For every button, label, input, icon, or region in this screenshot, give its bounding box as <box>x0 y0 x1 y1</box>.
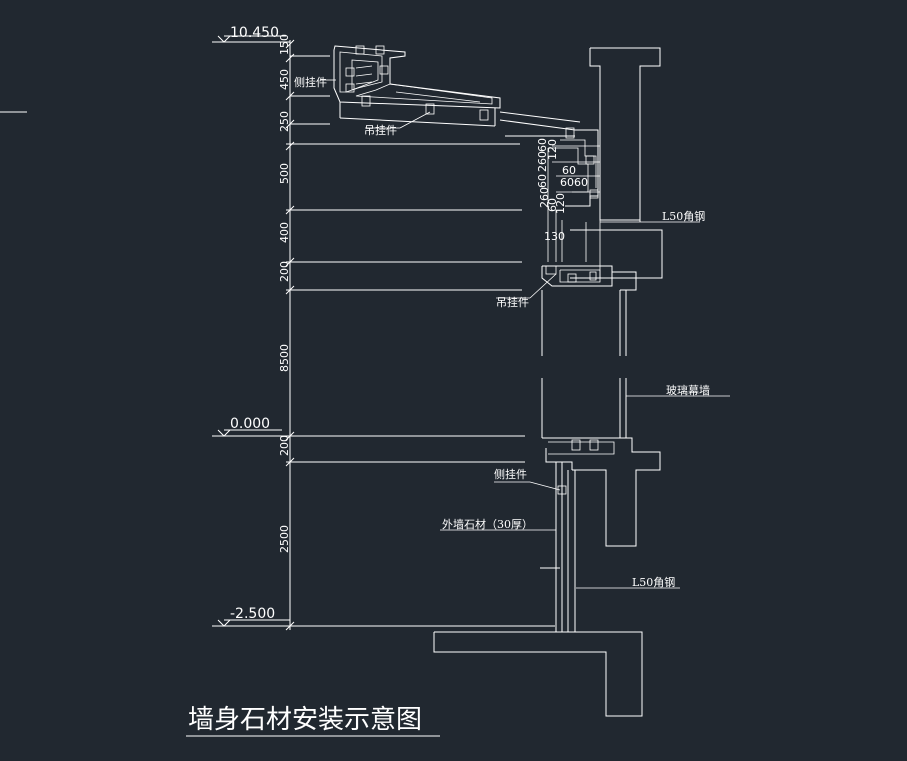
note-angle-steel-bottom: L50角钢 <box>632 576 675 589</box>
note-hanging-anchor-top: 吊挂件 <box>364 123 397 137</box>
level-marker-top: 10.450 <box>212 25 290 43</box>
level-label-bottom: -2.500 <box>230 606 275 622</box>
cornice-dim-1: 60 <box>536 138 549 152</box>
dim-200-bottom: 200 <box>278 435 291 456</box>
dim-200-top: 200 <box>278 261 291 282</box>
dim-450: 450 <box>278 69 291 90</box>
note-angle-steel-top: L50角钢 <box>662 210 705 223</box>
cornice-dim-5: 60 <box>562 164 576 177</box>
note-side-anchor-bottom: 侧挂件 <box>494 467 527 481</box>
level-marker-ground: 0.000 <box>212 416 525 437</box>
cornice-dim-2: 260 <box>536 151 549 172</box>
drawing-title: 墙身石材安装示意图 <box>188 705 422 735</box>
note-stone-cladding: 外墙石材（30厚） <box>442 517 533 531</box>
structure-outline <box>433 47 663 717</box>
note-hanging-anchor-mid: 吊挂件 <box>496 295 529 309</box>
top-cornice <box>320 45 581 137</box>
vertical-dimension-chain: 150 450 250 500 400 200 8500 200 2500 <box>278 34 525 631</box>
cornice-dim-10: 120 <box>554 193 567 214</box>
level-label-ground: 0.000 <box>230 416 270 432</box>
dim-2500: 2500 <box>278 525 291 553</box>
cornice-dim-7: 60 <box>574 176 588 189</box>
cornice-dim-9: 60 <box>546 198 559 212</box>
cornice-dimensions: 60 260 60 120 60 60 60 260 60 120 130 <box>536 138 588 243</box>
level-label-top: 10.450 <box>230 25 279 41</box>
cornice-dim-8: 260 <box>538 187 551 208</box>
note-curtain-wall: 玻璃幕墙 <box>666 383 710 397</box>
drawing-title-block: 墙身石材安装示意图 <box>186 705 440 737</box>
dim-150: 150 <box>278 34 291 55</box>
cornice-dim-4: 120 <box>546 139 559 160</box>
cornice-dim-11: 130 <box>544 230 565 243</box>
dim-250: 250 <box>278 111 291 132</box>
dim-500: 500 <box>278 163 291 184</box>
dim-8500: 8500 <box>278 344 291 372</box>
annotations: 侧挂件 吊挂件 L50角钢 吊挂件 玻璃幕墙 侧挂件 外墙石材（30厚） L50… <box>294 75 730 589</box>
dim-400: 400 <box>278 222 291 243</box>
note-side-anchor-top: 侧挂件 <box>294 75 327 89</box>
level-marker-bottom: -2.500 <box>212 606 555 627</box>
cornice-dim-3: 60 <box>536 174 549 188</box>
cornice-dim-6: 60 <box>560 176 574 189</box>
